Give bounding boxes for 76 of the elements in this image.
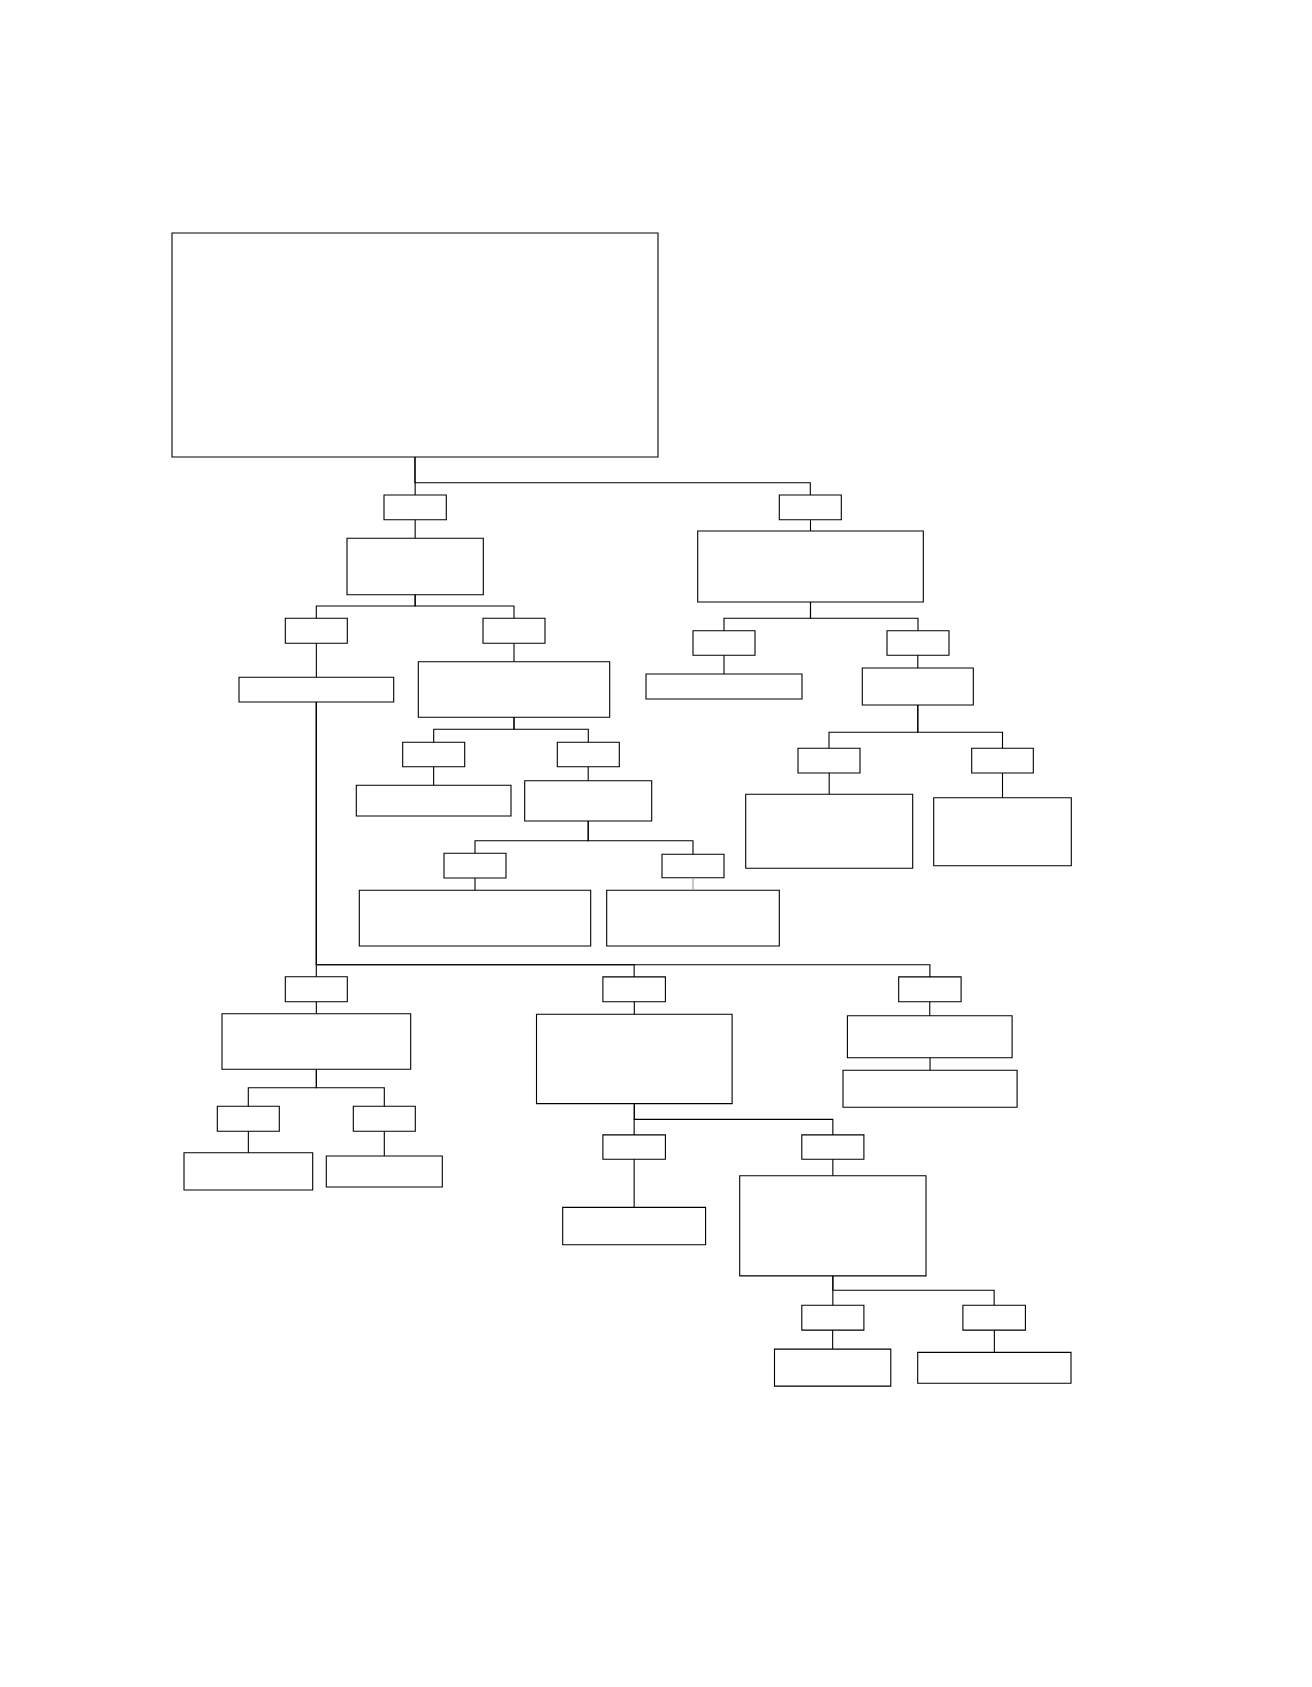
empty-box [745, 793, 914, 869]
empty-box [183, 1152, 314, 1191]
empty-box [417, 661, 611, 718]
empty-box [898, 976, 962, 1003]
connector-line [929, 1057, 931, 1071]
empty-box [962, 1304, 1026, 1331]
empty-box [606, 889, 780, 947]
connector-line [993, 1329, 995, 1353]
empty-box [971, 747, 1034, 774]
connector-line [1001, 772, 1004, 799]
empty-box [645, 673, 803, 700]
connector-line [315, 1068, 385, 1107]
empty-box [562, 1206, 707, 1246]
empty-box [697, 530, 924, 603]
connector-line [247, 1130, 249, 1154]
empty-box [933, 797, 1072, 867]
empty-box [861, 667, 974, 706]
connector-line [832, 1158, 834, 1177]
connector-line [414, 594, 515, 619]
empty-box [602, 1134, 666, 1160]
empty-box [524, 780, 653, 822]
connector-line [414, 456, 811, 496]
empty-box [284, 617, 348, 644]
connector-line [633, 1001, 635, 1015]
empty-box [886, 630, 950, 656]
empty-box [773, 1348, 892, 1387]
empty-box [692, 630, 756, 656]
empty-box [535, 1013, 733, 1105]
empty-box [556, 741, 620, 768]
connector-line [383, 1130, 385, 1157]
empty-box [797, 747, 861, 774]
empty-box [482, 617, 546, 644]
connector-line [433, 766, 435, 786]
connector-line [723, 654, 725, 675]
empty-box [358, 889, 592, 947]
empty-box [355, 784, 512, 817]
connector-line [513, 716, 589, 743]
connector-line [414, 519, 416, 539]
empty-box [284, 976, 348, 1003]
connector-line [587, 820, 694, 855]
empty-box [171, 232, 659, 458]
empty-box [778, 494, 842, 521]
connector-line [633, 1158, 635, 1208]
connector-line [917, 654, 919, 669]
empty-box [801, 1134, 865, 1160]
empty-box [352, 1105, 416, 1132]
empty-box [602, 976, 666, 1003]
connector-line [828, 772, 830, 795]
connector-line [587, 766, 589, 782]
empty-box [216, 1105, 280, 1132]
empty-box [402, 741, 466, 768]
empty-box [661, 853, 725, 879]
connector-line [832, 1329, 834, 1350]
connector-line [315, 701, 931, 978]
connector-line [809, 601, 919, 632]
connector-line [929, 1001, 931, 1017]
empty-box [917, 1351, 1072, 1384]
connector-line [692, 877, 694, 891]
empty-box [443, 852, 507, 879]
empty-box [221, 1013, 412, 1070]
connector-line [832, 1275, 995, 1306]
connector-line [809, 519, 812, 532]
empty-box [346, 537, 484, 596]
connector-line [633, 1103, 834, 1136]
connector-line [315, 642, 317, 678]
empty-box [846, 1015, 1013, 1059]
empty-box [801, 1304, 865, 1331]
empty-box [739, 1175, 927, 1277]
empty-box [383, 494, 447, 521]
empty-box [842, 1069, 1018, 1108]
connector-line [315, 1001, 317, 1015]
empty-box [238, 676, 395, 703]
connector-line [474, 877, 476, 891]
empty-box [325, 1155, 443, 1188]
connector-line [513, 642, 515, 663]
connector-line [917, 704, 1004, 749]
